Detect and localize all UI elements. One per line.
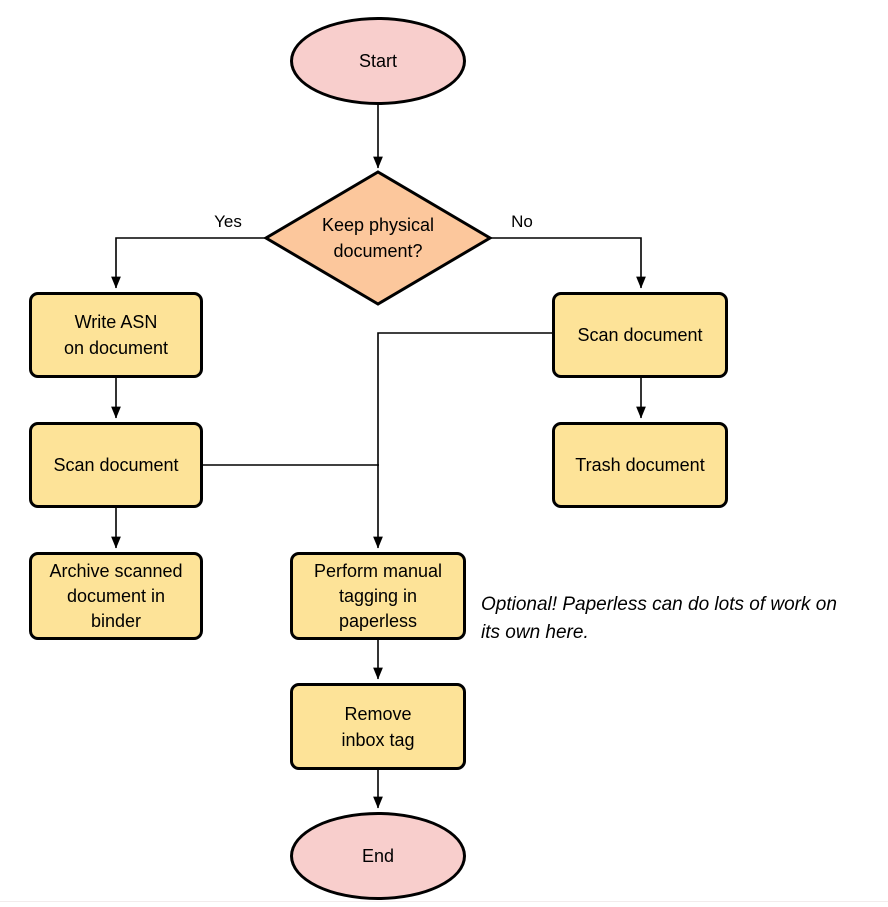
manual-tagging-node: Perform manual tagging in paperless xyxy=(290,552,466,640)
decision-diamond-shape xyxy=(263,170,493,306)
page-bottom-divider xyxy=(0,901,888,902)
manual-tagging-node-label: Perform manual tagging in paperless xyxy=(313,560,443,631)
end-node-label: End xyxy=(361,846,395,866)
start-node: Start xyxy=(290,17,466,105)
edge-scan-right-to-tagging xyxy=(373,332,552,549)
scan-document-left-node-label: Scan document xyxy=(53,455,179,475)
decision-node: Keep physical document? xyxy=(276,182,480,294)
no-edge-label: No xyxy=(511,212,533,231)
write-asn-node-label: Write ASN on document xyxy=(63,312,169,358)
write-asn-node: Write ASN on document xyxy=(29,292,203,378)
scan-document-left-node: Scan document xyxy=(29,422,203,508)
yes-edge-label: Yes xyxy=(214,212,242,231)
trash-document-node-label: Trash document xyxy=(575,455,705,475)
decision-node-label: Keep physical document? xyxy=(321,215,435,261)
remove-inbox-tag-node-label: Remove inbox tag xyxy=(341,703,415,750)
scan-document-right-node: Scan document xyxy=(552,292,728,378)
remove-inbox-tag-node: Remove inbox tag xyxy=(290,683,466,770)
scan-document-right-node-label: Scan document xyxy=(577,325,703,345)
archive-node-label: Archive scanned document in binder xyxy=(49,560,183,631)
start-node-label: Start xyxy=(358,51,397,71)
edge-decision-yes-to-write-asn xyxy=(111,237,266,289)
edge-decision-no-to-scan-right xyxy=(490,237,646,289)
trash-document-node: Trash document xyxy=(552,422,728,508)
optional-note: Optional! Paperless can do lots of work … xyxy=(481,594,837,643)
end-node: End xyxy=(290,812,466,900)
archive-node: Archive scanned document in binder xyxy=(29,552,203,640)
